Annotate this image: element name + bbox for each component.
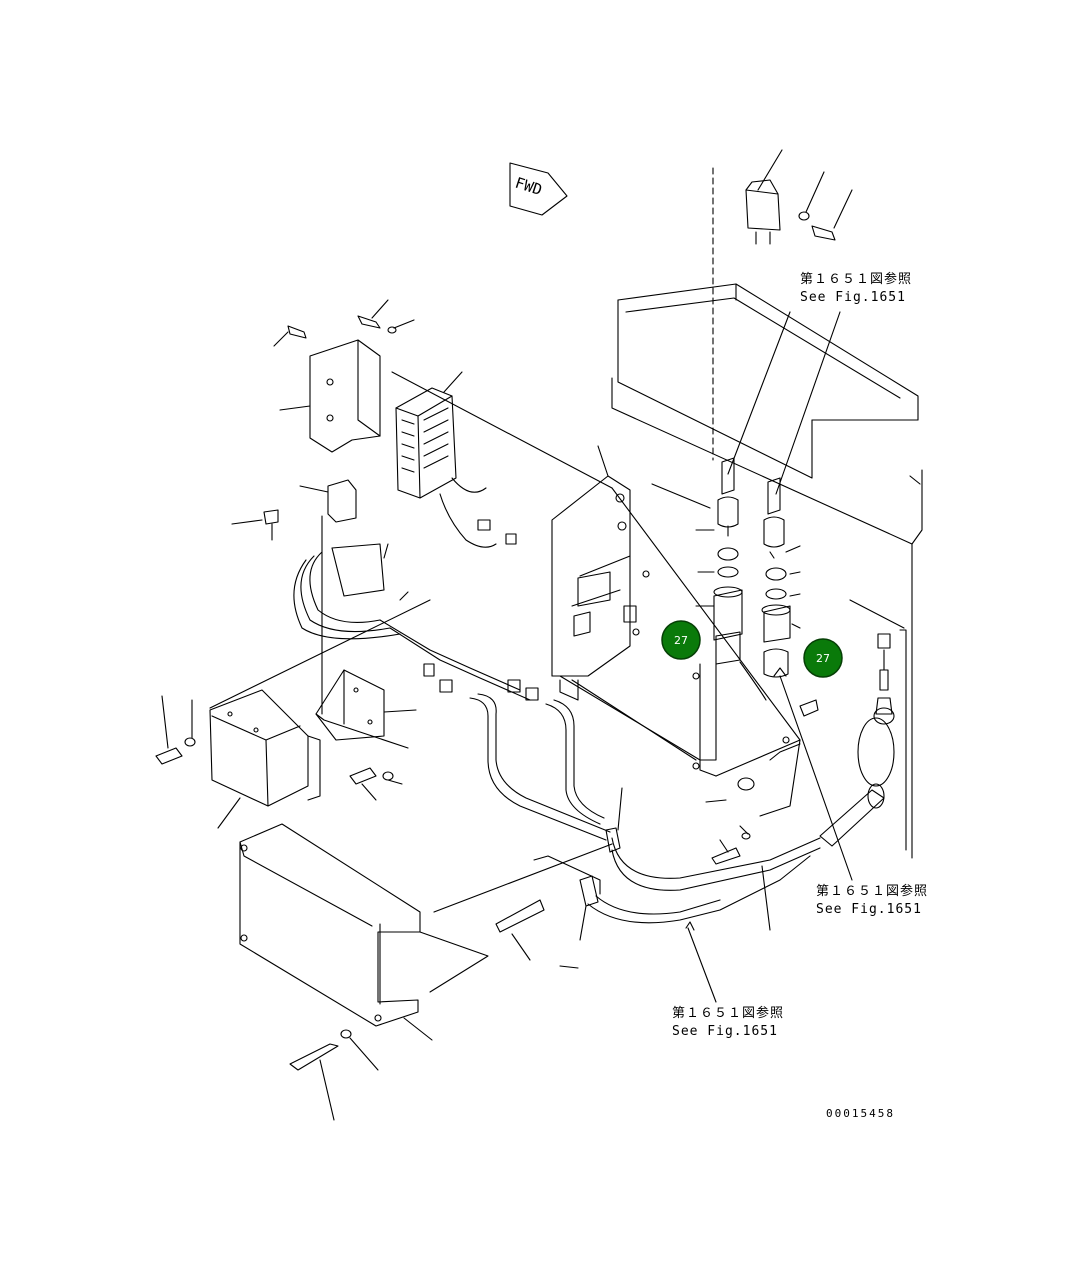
callout-part-27-right[interactable]: 27 [803,638,843,678]
center-plate [551,445,801,817]
fwd-arrow-icon [509,162,568,216]
bracket-bolt-top [357,299,389,329]
wiring-harness [293,519,539,701]
plate-bolt [705,799,751,865]
left-coupler-stack [695,311,791,701]
callout-circle [661,620,701,660]
callout-label: 27 [816,652,830,665]
callout-part-27-left[interactable]: 27 [661,620,701,660]
reference-bottom-en: See Fig.1651 [672,1024,778,1039]
box-washer [184,699,196,747]
box-bolt [155,695,183,765]
small-screw [231,509,279,541]
reference-right-en: See Fig.1651 [816,902,922,917]
mid-bolt [349,767,377,801]
bracket-bolt-left [273,325,307,347]
cover-bolt [289,1043,339,1121]
reference-bottom-jp: 第１６５１図参照 [672,1005,784,1021]
callout-label: 27 [674,634,688,647]
conduit [469,693,885,1003]
left-bracket [279,339,381,453]
top-bolt [811,189,853,241]
main-panel [611,283,923,859]
top-relay [745,149,783,245]
top-washer [798,171,825,221]
lower-bracket [315,515,417,749]
fwd-label: FWD [513,174,544,199]
drawing-code: 00015458 [826,1107,895,1120]
reference-bottom: 第１６５１図参照 See Fig.1651 [672,1005,784,1039]
mid-washer [382,771,403,785]
right-fitting [799,633,895,725]
harness-bolt [495,899,545,961]
reference-right: 第１６５１図参照 See Fig.1651 [816,883,928,917]
right-coupler-stack [761,311,853,881]
reference-top-jp: 第１６５１図参照 [800,271,912,287]
reference-top-en: See Fig.1651 [800,290,906,305]
cover-washer [340,1029,379,1071]
reference-right-jp: 第１６５１図参照 [816,883,928,899]
callout-circle [803,638,843,678]
lower-cover [239,823,613,1041]
reference-top: 第１６５１図参照 See Fig.1651 [800,271,912,305]
bracket-washer [387,319,415,334]
small-relay [299,479,357,523]
terminal-box [209,599,431,829]
controller-module [395,371,497,548]
